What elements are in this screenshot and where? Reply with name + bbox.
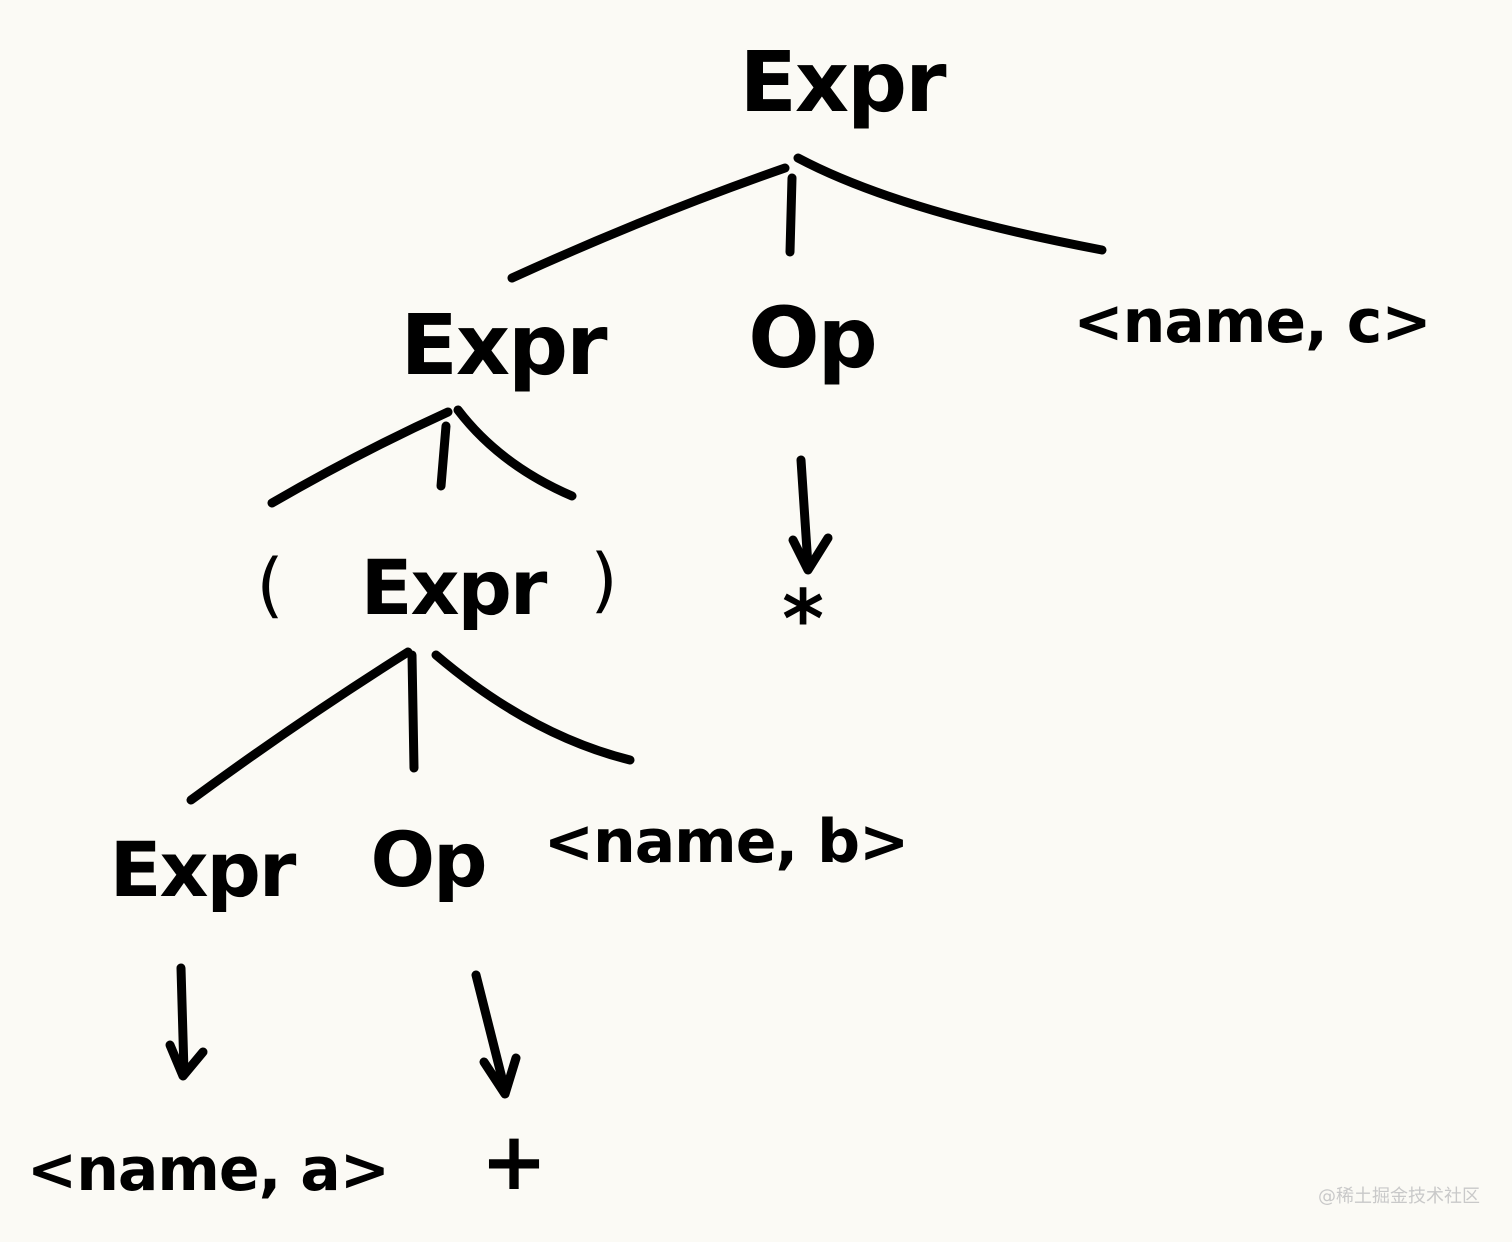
arrow-op-to-star-shaft <box>796 455 813 571</box>
edge-expr1-to-expr2 <box>436 421 451 491</box>
node-star: * <box>782 573 824 666</box>
arrow-op-to-star-head <box>788 533 833 575</box>
node-right-paren: ) <box>590 539 618 621</box>
node-root-expr: Expr <box>739 33 946 131</box>
edge-expr1-to-rparen <box>453 405 577 501</box>
edge-expr2-to-op3 <box>407 650 419 773</box>
node-plus: + <box>480 1115 548 1208</box>
node-expr-level1: Expr <box>400 296 607 394</box>
node-op-level1: Op <box>748 289 878 387</box>
edge-root-to-op <box>785 173 797 257</box>
node-expr-level3: Expr <box>109 825 297 914</box>
node-left-paren: ( <box>256 544 284 626</box>
node-op-level3: Op <box>370 815 487 904</box>
arrow-op3-to-plus-head <box>479 1053 521 1099</box>
edge-expr2-to-name-b <box>431 650 635 765</box>
edge-root-to-expr <box>507 163 790 283</box>
node-name-a: <name, a> <box>26 1135 390 1205</box>
watermark: @稀土掘金技术社区 <box>1318 1186 1480 1207</box>
arrow-expr3-to-name-a-shaft <box>176 963 189 1077</box>
node-name-b: <name, b> <box>543 807 910 877</box>
edge-expr2-to-expr3 <box>186 647 413 805</box>
node-name-c: <name, c> <box>1073 287 1431 357</box>
edge-expr1-to-lparen <box>267 407 453 508</box>
arrow-op3-to-plus-shaft <box>471 970 510 1095</box>
edge-root-to-name-c <box>793 153 1107 255</box>
node-expr-level2: Expr <box>360 543 548 632</box>
arrow-expr3-to-name-a-head <box>165 1040 208 1081</box>
